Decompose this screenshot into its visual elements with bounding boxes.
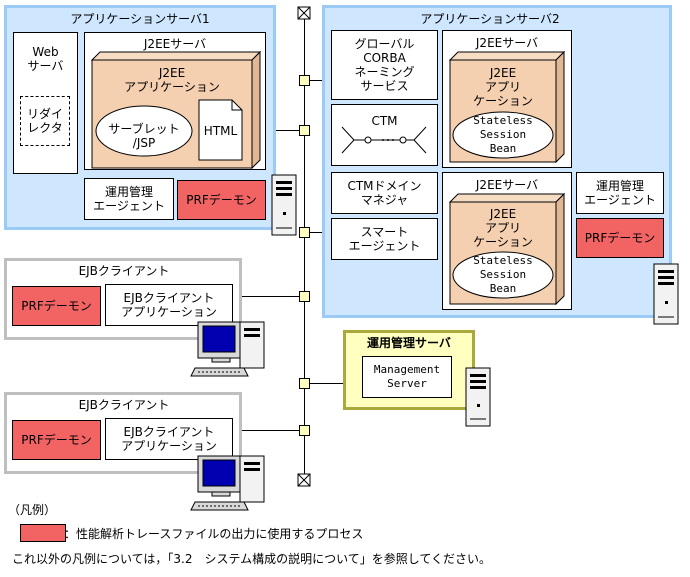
ctm-label: CTM	[371, 114, 398, 128]
link-server-2b	[304, 232, 322, 233]
bottom-terminator-icon	[297, 473, 311, 487]
j2ee-server-label-2a: J2EEサーバ	[475, 36, 539, 50]
link-client-1	[242, 296, 304, 297]
j2ee-server-label-2b: J2EEサーバ	[475, 178, 539, 192]
j2ee-server-label-1: J2EEサーバ	[143, 37, 207, 51]
server-tower-1-icon	[271, 174, 297, 236]
server-tower-mgmt-icon	[465, 367, 491, 427]
html-doc-label: HTML	[203, 124, 238, 138]
smart-agent-box: スマート エージェント	[331, 218, 438, 260]
ejb-client-app-2-box: EJBクライアント アプリケーション	[105, 418, 233, 460]
client-pc-1-icon	[190, 321, 265, 377]
legend-note: これ以外の凡例については，「3.2 システム構成の説明について」を参照してくださ…	[12, 552, 492, 566]
ejb-client-1-title: EJBクライアント	[78, 264, 170, 278]
node-server-2-bottom	[299, 227, 310, 238]
node-server-1	[299, 125, 310, 136]
node-mgmt-server	[299, 378, 310, 389]
mgmt-agent-1-box: 運用管理 エージェント	[84, 178, 174, 220]
ejb-client-app-1-label: EJBクライアント アプリケーション	[121, 291, 217, 319]
servlet-jsp-label: サーブレット /JSP	[108, 122, 180, 150]
mgmt-agent-2-label: 運用管理 エージェント	[584, 179, 656, 207]
top-terminator-icon	[297, 6, 311, 20]
prf-daemon-client-2: PRFデーモン	[12, 420, 101, 460]
j2ee-app-2b-label: J2EE アプリ ケーション	[473, 207, 533, 249]
client-pc-2-icon	[190, 455, 265, 511]
node-client-2	[299, 425, 310, 436]
prf-daemon-server-1: PRFデーモン	[177, 180, 266, 220]
link-server-2a	[304, 80, 322, 81]
link-mgmt-server	[304, 383, 343, 384]
global-corba-box: グローバル CORBA ネーミング サービス	[331, 30, 438, 100]
stateless-bean-b-label: Stateless Session Bean	[473, 254, 533, 295]
mgmt-agent-1-label: 運用管理 エージェント	[93, 185, 165, 213]
j2ee-app-1-label: J2EE アプリケーション	[124, 66, 220, 94]
server-tower-2-icon	[653, 263, 679, 325]
link-server-1	[276, 130, 304, 131]
redirector-label: リダイ レクタ	[26, 107, 63, 135]
prf-daemon-client-1: PRFデーモン	[12, 286, 101, 326]
redirector-box: リダイ レクタ	[20, 96, 70, 146]
node-server-2-top	[299, 75, 310, 86]
prf-daemon-server-2: PRFデーモン	[576, 218, 664, 258]
mgmt-agent-2-box: 運用管理 エージェント	[576, 172, 664, 214]
app-server-1-title: アプリケーションサーバ1	[70, 12, 210, 26]
legend-prf-swatch	[20, 524, 66, 542]
stateless-bean-a-label: Stateless Session Bean	[473, 114, 533, 155]
j2ee-app-2a-label: J2EE アプリ ケーション	[473, 66, 533, 108]
node-client-1	[299, 291, 310, 302]
smart-agent-label: スマート エージェント	[348, 225, 421, 253]
mgmt-server-title: 運用管理サーバ	[367, 336, 451, 350]
management-server-label: Management Server	[373, 363, 441, 390]
ejb-client-2-title: EJBクライアント	[78, 398, 170, 412]
global-corba-label: グローバル CORBA ネーミング サービス	[354, 37, 415, 93]
legend-heading: （凡例）	[8, 503, 57, 517]
link-client-2	[242, 430, 304, 431]
management-server-box: Management Server	[362, 356, 452, 398]
web-server-label: Web サーバ	[27, 45, 64, 73]
legend-prf-desc: ：性能解析トレースファイルの出力に使用するプロセス	[64, 527, 364, 541]
network-backbone	[304, 18, 305, 474]
ctm-domain-manager-box: CTMドメイン マネジャ	[331, 172, 438, 214]
ejb-client-app-1-box: EJBクライアント アプリケーション	[105, 284, 233, 326]
ctm-domain-manager-label: CTMドメイン マネジャ	[347, 179, 422, 207]
app-server-2-title: アプリケーションサーバ2	[420, 12, 560, 26]
ejb-client-app-2-label: EJBクライアント アプリケーション	[121, 425, 217, 453]
